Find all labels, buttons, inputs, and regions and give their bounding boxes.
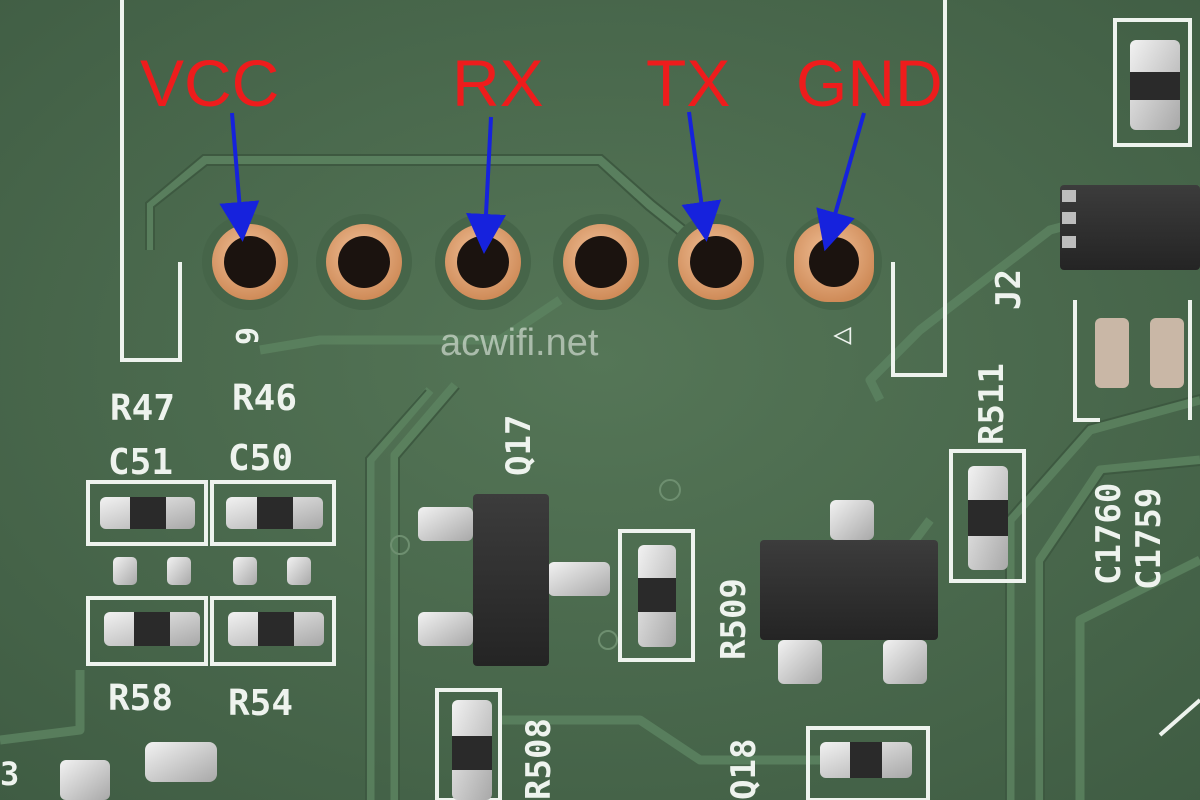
silkscreen-outlines xyxy=(86,0,1200,800)
r54-component xyxy=(228,612,324,646)
via xyxy=(659,479,681,501)
label-c50: C50 xyxy=(228,438,293,479)
label-q18: Q18 xyxy=(724,739,764,800)
annotation-arrows xyxy=(219,111,866,254)
label-c51: C51 xyxy=(108,442,173,483)
label-c1760: C1760 xyxy=(1089,483,1129,585)
pin-4 xyxy=(553,214,649,310)
pin-label-right: △ xyxy=(823,327,858,345)
r511-resistor xyxy=(968,466,1008,570)
bottom-capacitor xyxy=(820,742,912,778)
arrow-rx xyxy=(466,116,506,254)
label-r508: R508 xyxy=(519,718,559,800)
silkscreen-text: 9 △ R47 R46 C51 C50 R58 R54 Q17 R509 R50… xyxy=(0,269,1169,800)
pin-labels: VCC RX TX GND xyxy=(140,46,943,120)
r509-resistor xyxy=(638,545,676,647)
ic-chip xyxy=(1060,185,1200,270)
pin-label-left: 9 xyxy=(231,327,266,345)
watermark: acwifi.net xyxy=(440,322,599,364)
q18-transistor xyxy=(760,500,938,684)
smd-components xyxy=(60,40,1200,800)
label-r47: R47 xyxy=(110,388,175,429)
c50-component xyxy=(226,497,323,529)
pad xyxy=(113,557,137,585)
r508-resistor xyxy=(452,700,492,800)
label-r54: R54 xyxy=(228,683,293,724)
label-tx: TX xyxy=(646,46,730,120)
via xyxy=(390,535,410,555)
pad xyxy=(287,557,311,585)
label-gnd: GND xyxy=(796,46,943,120)
arrow-vcc xyxy=(219,112,260,242)
pin-6-gnd xyxy=(786,214,882,310)
label-edge-left: 3 xyxy=(0,755,19,793)
bottom-left-pad xyxy=(145,742,217,782)
q17-transistor xyxy=(418,494,610,666)
trace-edges xyxy=(145,154,1200,800)
c1760-component xyxy=(1095,318,1129,388)
pin-2 xyxy=(316,214,412,310)
label-j2: J2 xyxy=(989,269,1029,310)
edge-pad xyxy=(60,760,110,800)
arrow-gnd xyxy=(816,112,866,252)
top-right-component xyxy=(1130,40,1180,130)
label-c1759: C1759 xyxy=(1129,488,1169,590)
label-r511: R511 xyxy=(972,363,1012,445)
label-rx: RX xyxy=(452,46,544,120)
c1759-component xyxy=(1150,318,1184,388)
c51-component xyxy=(100,497,195,529)
r58-component xyxy=(104,612,200,646)
pin-5-tx xyxy=(668,214,764,310)
arrow-tx xyxy=(681,111,722,242)
label-vcc: VCC xyxy=(140,46,279,120)
pin-1-vcc xyxy=(202,214,298,310)
pin-3-rx xyxy=(435,214,531,310)
label-r509: R509 xyxy=(714,578,754,660)
label-r58: R58 xyxy=(108,678,173,719)
pad xyxy=(167,557,191,585)
via xyxy=(598,630,618,650)
label-q17: Q17 xyxy=(499,415,539,476)
pad xyxy=(233,557,257,585)
label-r46: R46 xyxy=(232,378,297,419)
